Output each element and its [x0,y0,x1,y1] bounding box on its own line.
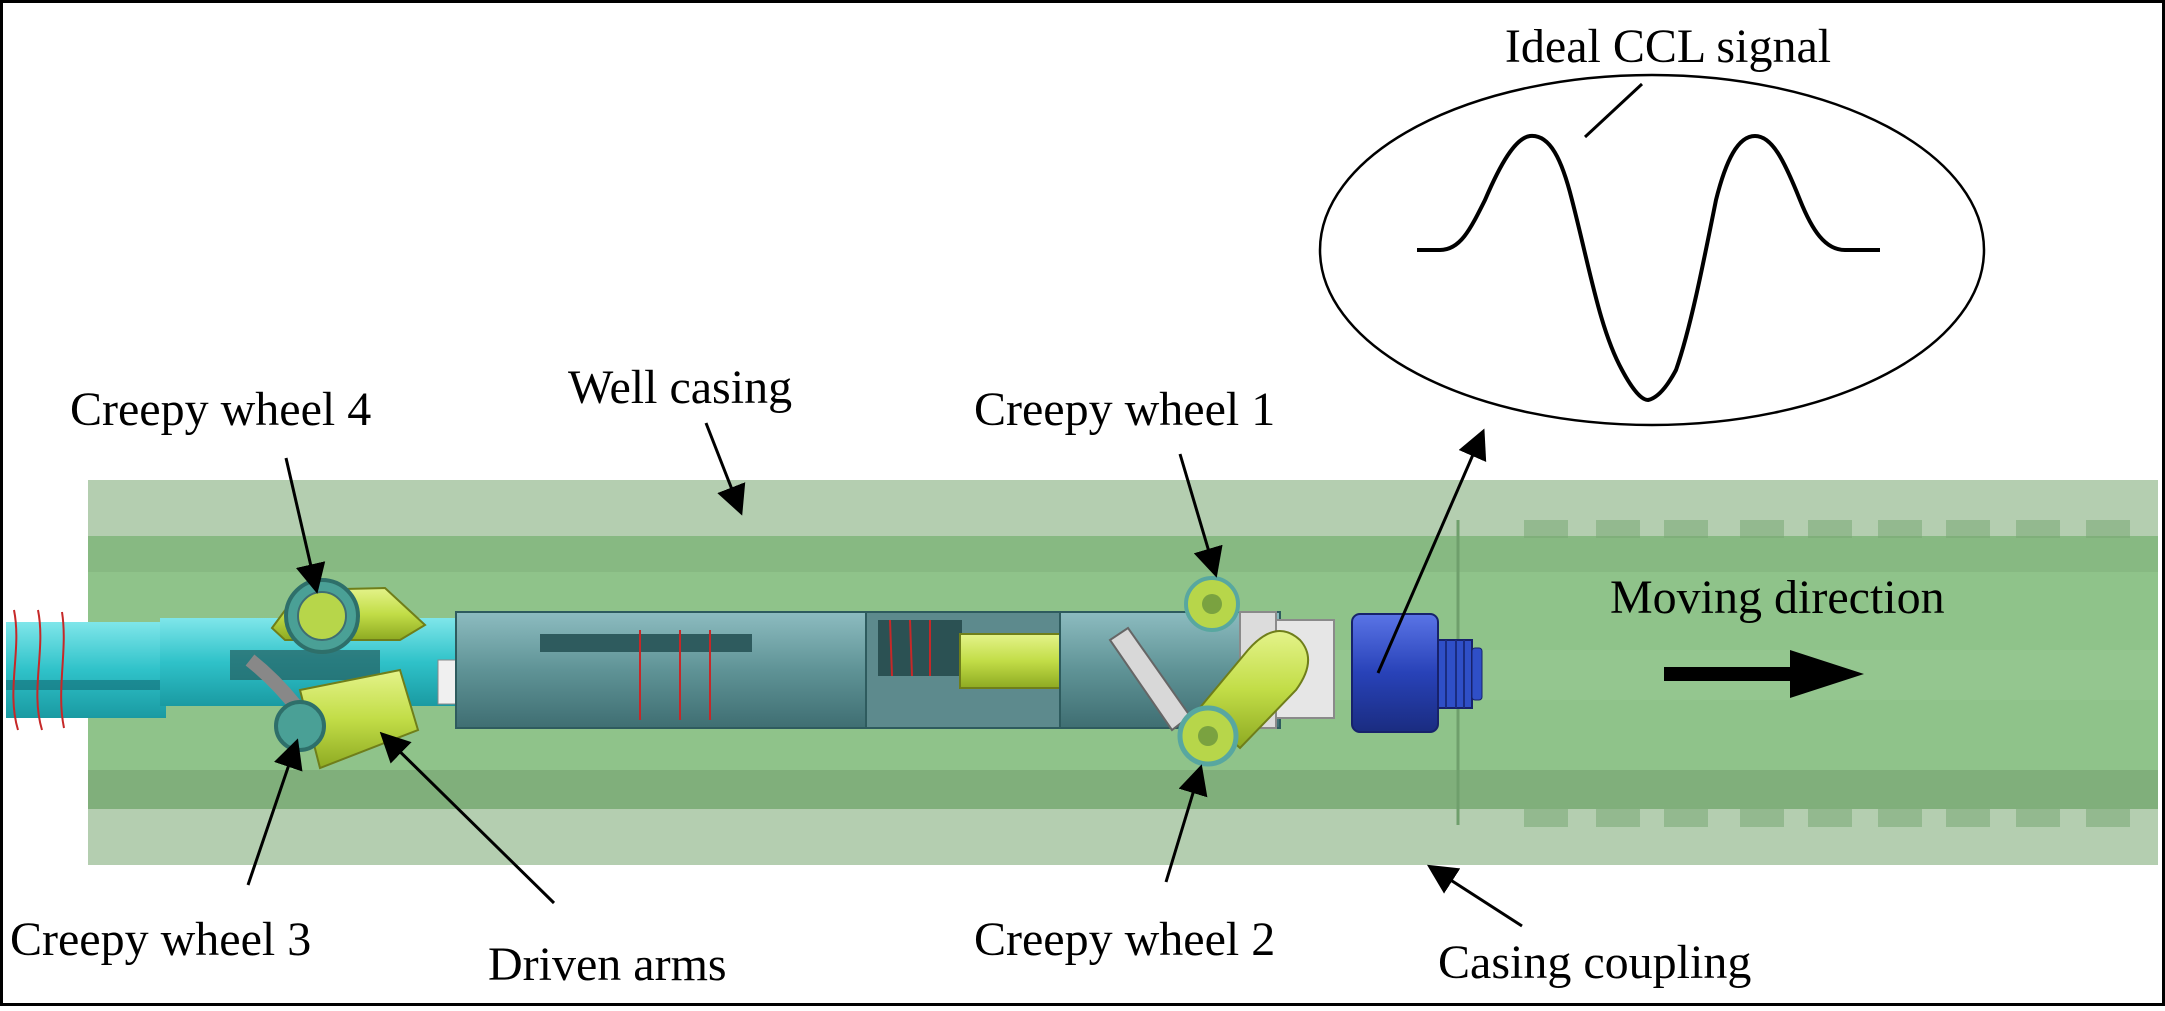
label-creepy-wheel-3: Creepy wheel 3 [10,913,311,966]
main-body-tube [455,611,869,729]
sensor-nose-ribs [1445,640,1465,708]
coupling-ridge-top [1946,520,1990,538]
coupling-ridge-bottom [1946,809,1990,827]
coupling-ridge-top [2086,520,2130,538]
wheel2-hub [1198,726,1218,746]
arrow-well-casing [704,422,746,516]
label-ideal-ccl-signal: Ideal CCL signal [1505,20,1831,73]
body-wires-mid [889,619,931,677]
coupling-ridge-bottom [1808,809,1852,827]
arrow-casing-coupling [1426,864,1523,928]
creepy-wheel-4 [270,578,427,654]
creepy-wheel-2 [1177,705,1239,767]
arrow-wheel1 [1178,453,1223,578]
signal-ellipse [1318,73,1986,427]
arrow-wheel4 [284,457,326,594]
label-driven-arms: Driven arms [488,938,727,991]
sensor-tip [1471,647,1483,701]
coupling-ridge-bottom [1878,809,1922,827]
moving-direction-arrow [1664,650,1864,698]
creepy-wheel-3 [274,668,420,770]
left-body-collar [437,659,457,705]
coupling-ridge-top [1808,520,1852,538]
main-body-slot [540,634,752,652]
direction-arrow-head [1790,650,1864,698]
ccl-signal-inset [1318,73,1986,427]
wheel3-tread [274,700,326,752]
wheel1-hub [1202,594,1222,614]
coupling-ridge-top [1740,520,1784,538]
arrow-sensor-to-signal [1376,428,1487,674]
label-well-casing: Well casing [568,361,792,414]
label-moving-direction: Moving direction [1610,571,1945,624]
tether-body [6,622,166,718]
arrow-wheel3 [246,738,303,886]
left-arm-assembly [160,578,460,770]
coupling-ridge-bottom [2016,809,2060,827]
coupling-ridge-bottom [1596,809,1640,827]
tether-stripe [6,680,166,690]
coupling-ridge-top [1664,520,1708,538]
coupling-ridge-bottom [1740,809,1784,827]
coupling-ridge-top [2016,520,2060,538]
signal-waveform [1417,133,1880,403]
right-arm-assembly [1108,576,1309,767]
label-casing-coupling: Casing coupling [1438,936,1751,989]
leader-lines [246,82,1864,928]
direction-arrow-shaft [1664,667,1794,681]
tether-spring [12,609,65,731]
label-creepy-wheel-1: Creepy wheel 1 [974,383,1275,436]
label-creepy-wheel-2: Creepy wheel 2 [974,913,1275,966]
coupling-ridge-top [1878,520,1922,538]
casing-coupling-ridges [1524,520,2130,827]
tool-tether [6,609,166,731]
label-creepy-wheel-4: Creepy wheel 4 [70,383,371,436]
coupling-ridge-bottom [1524,809,1568,827]
leader-signal-title [1583,82,1644,139]
casing-shading-top [88,536,2158,572]
coupling-ridge-top [1596,520,1640,538]
ccl-sensor-head [1351,613,1483,733]
coupling-ridge-bottom [2086,809,2130,827]
casing-shading-bottom [88,770,2158,809]
coupling-ridge-top [1524,520,1568,538]
arrow-driven-arms [379,731,556,905]
creepy-wheel-1 [1184,576,1240,632]
arrow-wheel2 [1164,764,1208,883]
coupling-ridge-bottom [1664,809,1708,827]
wheel4-hub [297,591,347,641]
labels: Ideal CCL signal Creepy wheel 4 Well cas… [10,20,1945,991]
